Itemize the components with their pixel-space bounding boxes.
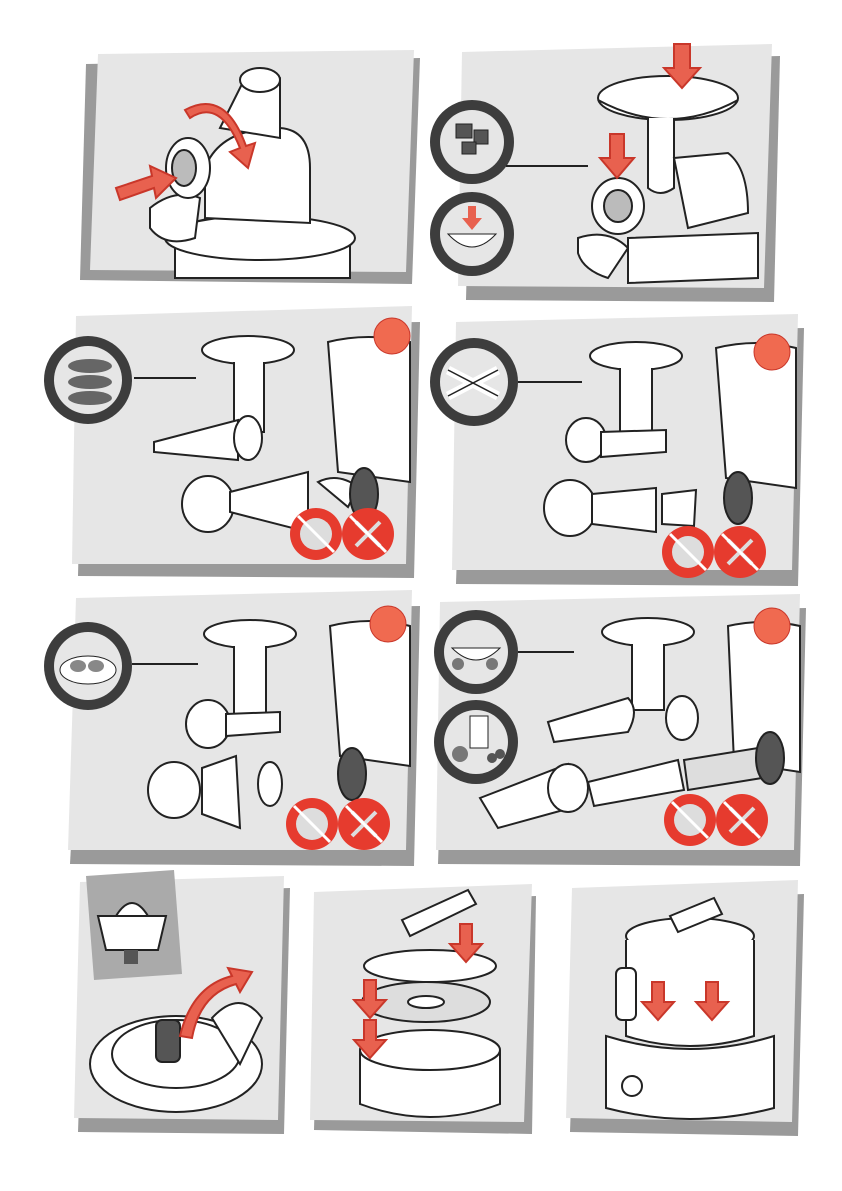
panel-slicing-disc [310, 880, 536, 1134]
panel-sausage-attachment [38, 302, 420, 580]
panel-feed-meat [428, 38, 780, 303]
meat-cubes-icon [430, 100, 514, 184]
panel-juicer-attachment [428, 592, 806, 868]
panel-kebbe-attachment [40, 588, 420, 868]
juice-glass-icon [434, 700, 518, 784]
no-cutting-blade-icon [338, 798, 390, 850]
churro-pastry-icon [430, 338, 518, 426]
fruit-bowl-icon [434, 610, 518, 694]
no-cutting-blade-icon [714, 526, 766, 578]
no-grinding-plate-icon [290, 508, 342, 560]
minced-meat-bowl-icon [430, 192, 514, 276]
panel-star-attachment [426, 312, 804, 588]
no-cutting-blade-icon [342, 508, 394, 560]
citrus-press-icon [86, 870, 182, 980]
no-cutting-blade-icon [716, 794, 768, 846]
kebbe-icon [44, 622, 132, 710]
food-processor-bowl-icon [606, 898, 774, 1119]
no-grinding-plate-icon [286, 798, 338, 850]
sausage-icon [44, 336, 132, 424]
panel-citrus-press [72, 868, 290, 1136]
panel-attach-grinder [80, 48, 420, 288]
no-grinding-plate-icon [662, 526, 714, 578]
no-grinding-plate-icon [664, 794, 716, 846]
panel-food-processor [566, 876, 804, 1136]
